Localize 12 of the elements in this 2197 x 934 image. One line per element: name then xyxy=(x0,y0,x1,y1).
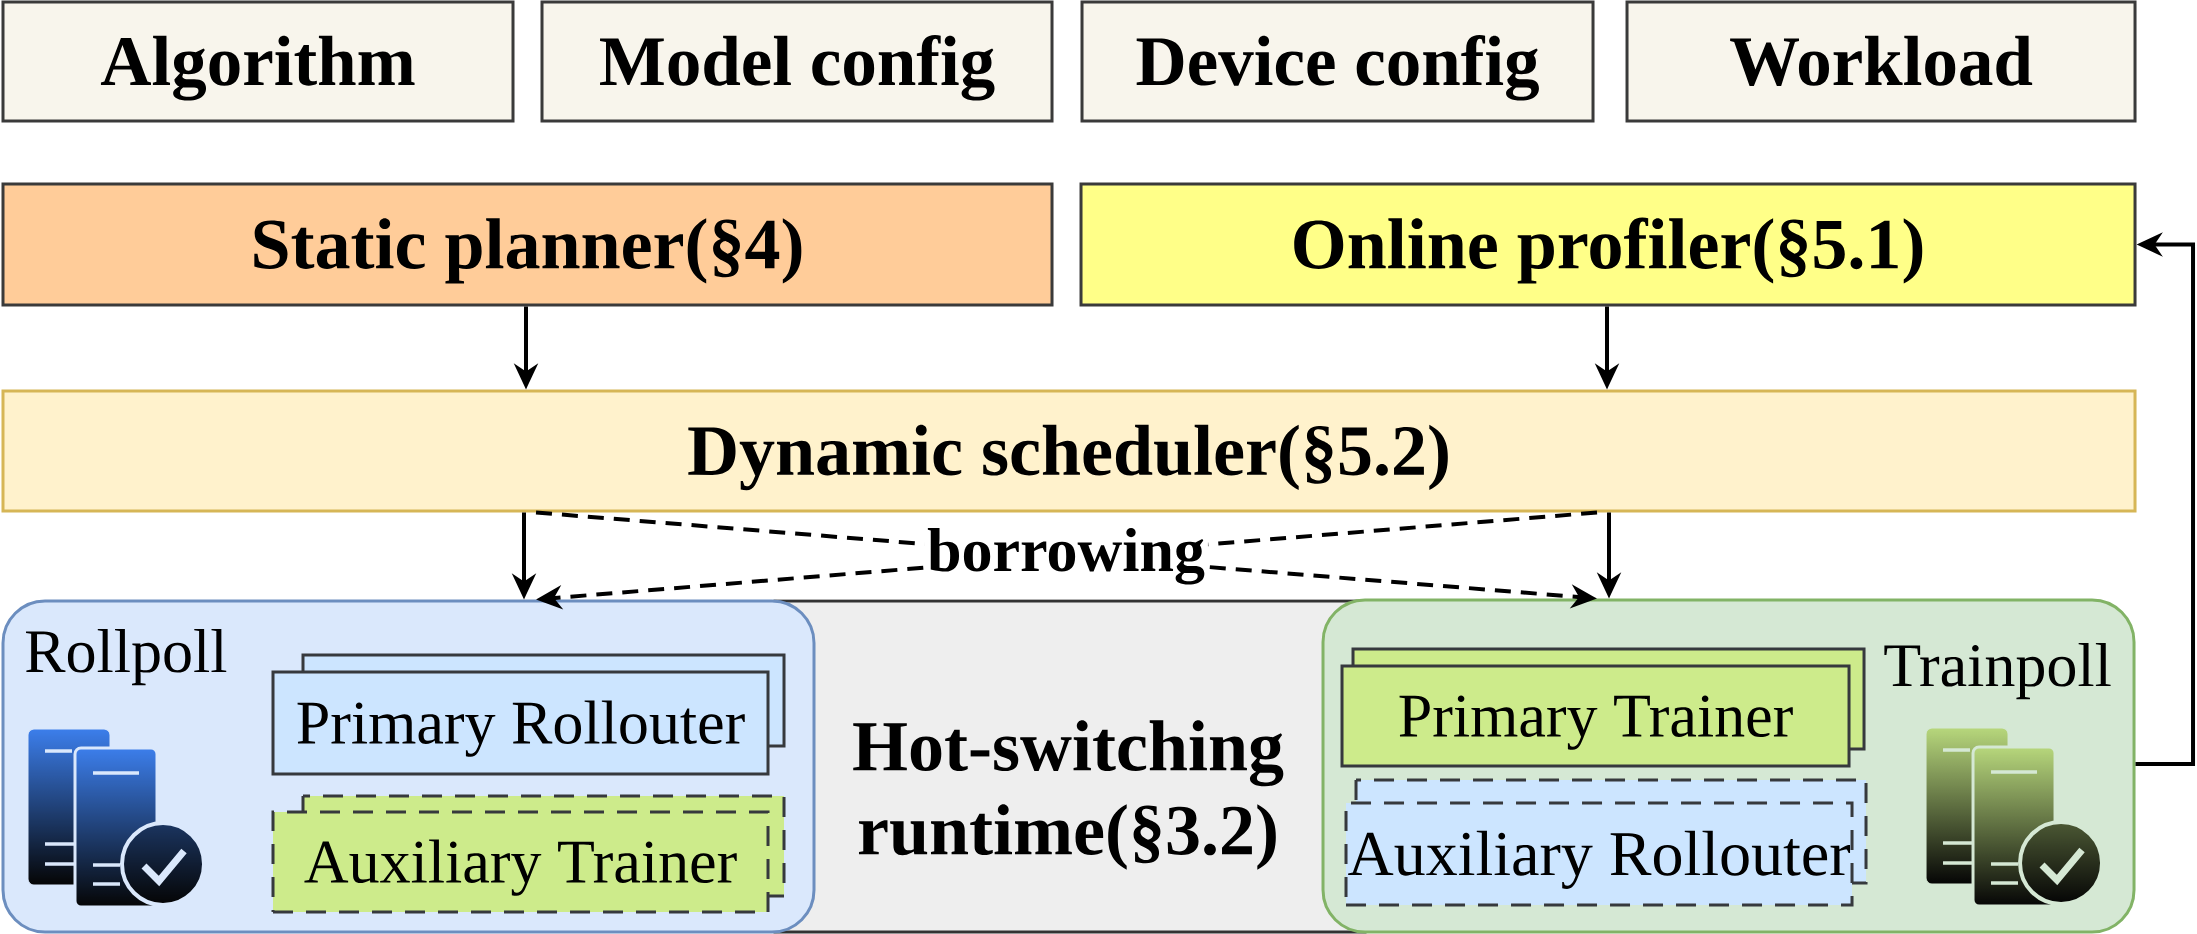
stacked-box: Primary Rollouter xyxy=(271,653,786,776)
process-box: Online profiler(§5.1) xyxy=(1079,182,2137,307)
dashed-stacked-box: Auxiliary Rollouter xyxy=(1344,778,1868,907)
edge-label: borrowing xyxy=(924,524,1208,588)
input-box: Algorithm xyxy=(1,0,515,123)
input-box: Workload xyxy=(1625,0,2137,123)
stacked-box: Primary Trainer xyxy=(1340,647,1866,768)
process-box: Static planner(§4) xyxy=(1,182,1054,307)
input-box: Device config xyxy=(1080,0,1595,123)
process-box: Dynamic scheduler(§5.2) xyxy=(1,389,2137,513)
dashed-stacked-box: Auxiliary Trainer xyxy=(271,794,786,914)
input-box: Model config xyxy=(540,0,1054,123)
